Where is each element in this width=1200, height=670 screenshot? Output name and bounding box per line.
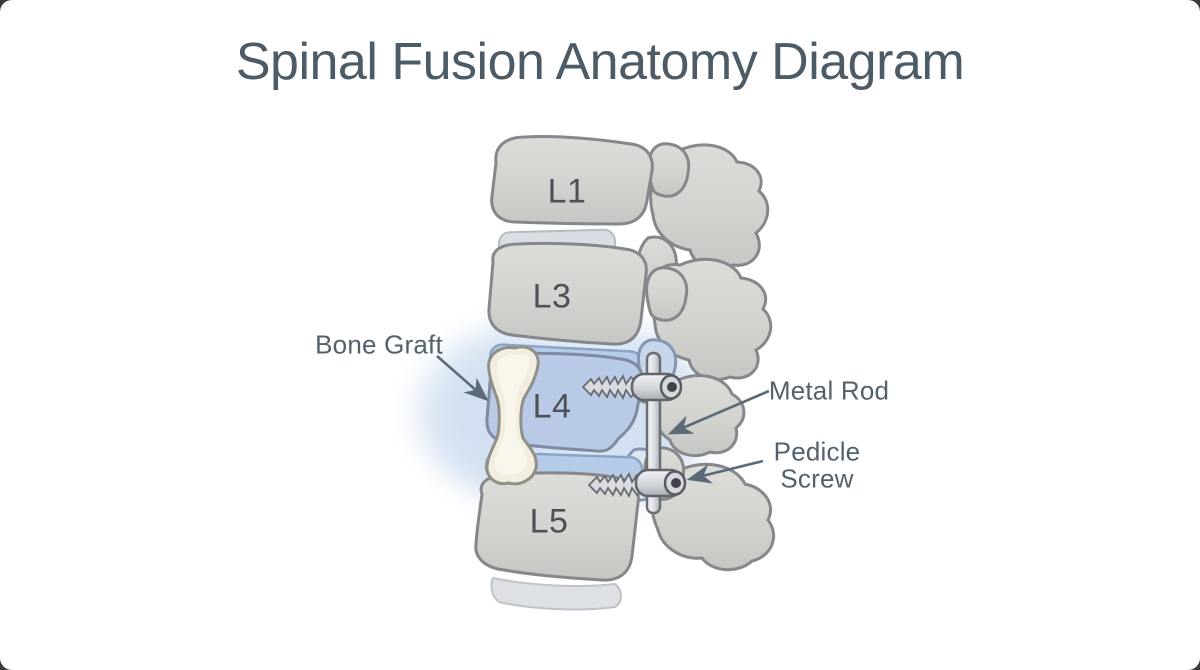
vertebra-label-l3: L3 bbox=[532, 277, 572, 316]
bone-graft-shape bbox=[485, 345, 540, 486]
vertebra-label-l5: L5 bbox=[529, 502, 569, 541]
vertebra-label-l1: L1 bbox=[547, 172, 587, 211]
page-title: Spinal Fusion Anatomy Diagram bbox=[235, 33, 965, 91]
l1-body bbox=[490, 135, 654, 226]
bone-graft-arrow bbox=[436, 355, 489, 402]
rod-connector-lower bbox=[634, 468, 687, 498]
bone-graft-highlight bbox=[494, 354, 530, 475]
l3-body bbox=[487, 241, 648, 346]
leader-lines bbox=[436, 355, 770, 484]
l5-endplate-band bbox=[490, 576, 622, 611]
l3-superior-process bbox=[645, 266, 689, 322]
pedicle-screw-label: Pedicle Screw bbox=[773, 436, 861, 494]
metal-rod-label: Metal Rod bbox=[768, 375, 890, 406]
metal-rod-arrow bbox=[667, 389, 770, 435]
rod-connector-upper bbox=[630, 372, 683, 402]
vertebra-label-l4: L4 bbox=[532, 387, 572, 426]
bone-graft-label: Bone Graft bbox=[315, 329, 443, 360]
spinal-instrumentation bbox=[582, 351, 687, 515]
l1-superior-process bbox=[647, 142, 691, 198]
pedicle-screw-arrow bbox=[686, 459, 764, 484]
